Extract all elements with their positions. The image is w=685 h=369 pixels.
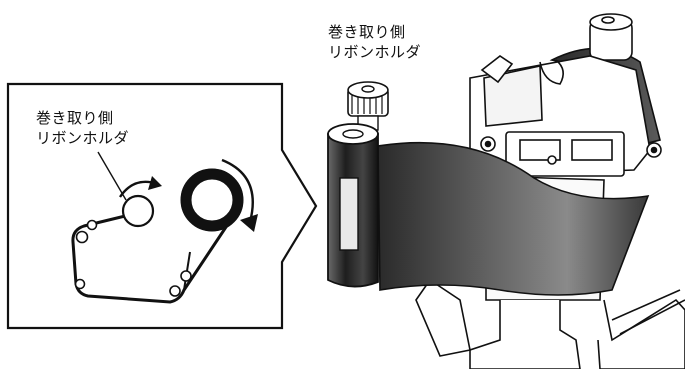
roller (74, 278, 86, 290)
roller (75, 230, 89, 244)
label-line: リボンホルダ (36, 129, 130, 147)
curved-arrow-icon (221, 158, 254, 223)
supply-roll-diagram (180, 158, 258, 232)
ink-ribbon (377, 141, 650, 296)
take-up-holder-label: 巻き取り側 リボンホルダ (328, 22, 421, 62)
detail-holder-label: 巻き取り側 リボンホルダ (36, 108, 129, 148)
roller (86, 219, 98, 231)
label-line: リボンホルダ (328, 43, 422, 61)
take-up-holder-diagram (97, 151, 162, 228)
take-up-spool (327, 81, 389, 288)
detail-callout (6, 82, 318, 330)
label-line: 巻き取り側 (328, 23, 406, 41)
roller (180, 270, 192, 282)
ribbon-path-diagram (71, 208, 234, 304)
label-line: 巻き取り側 (36, 109, 114, 127)
roller (169, 285, 181, 297)
